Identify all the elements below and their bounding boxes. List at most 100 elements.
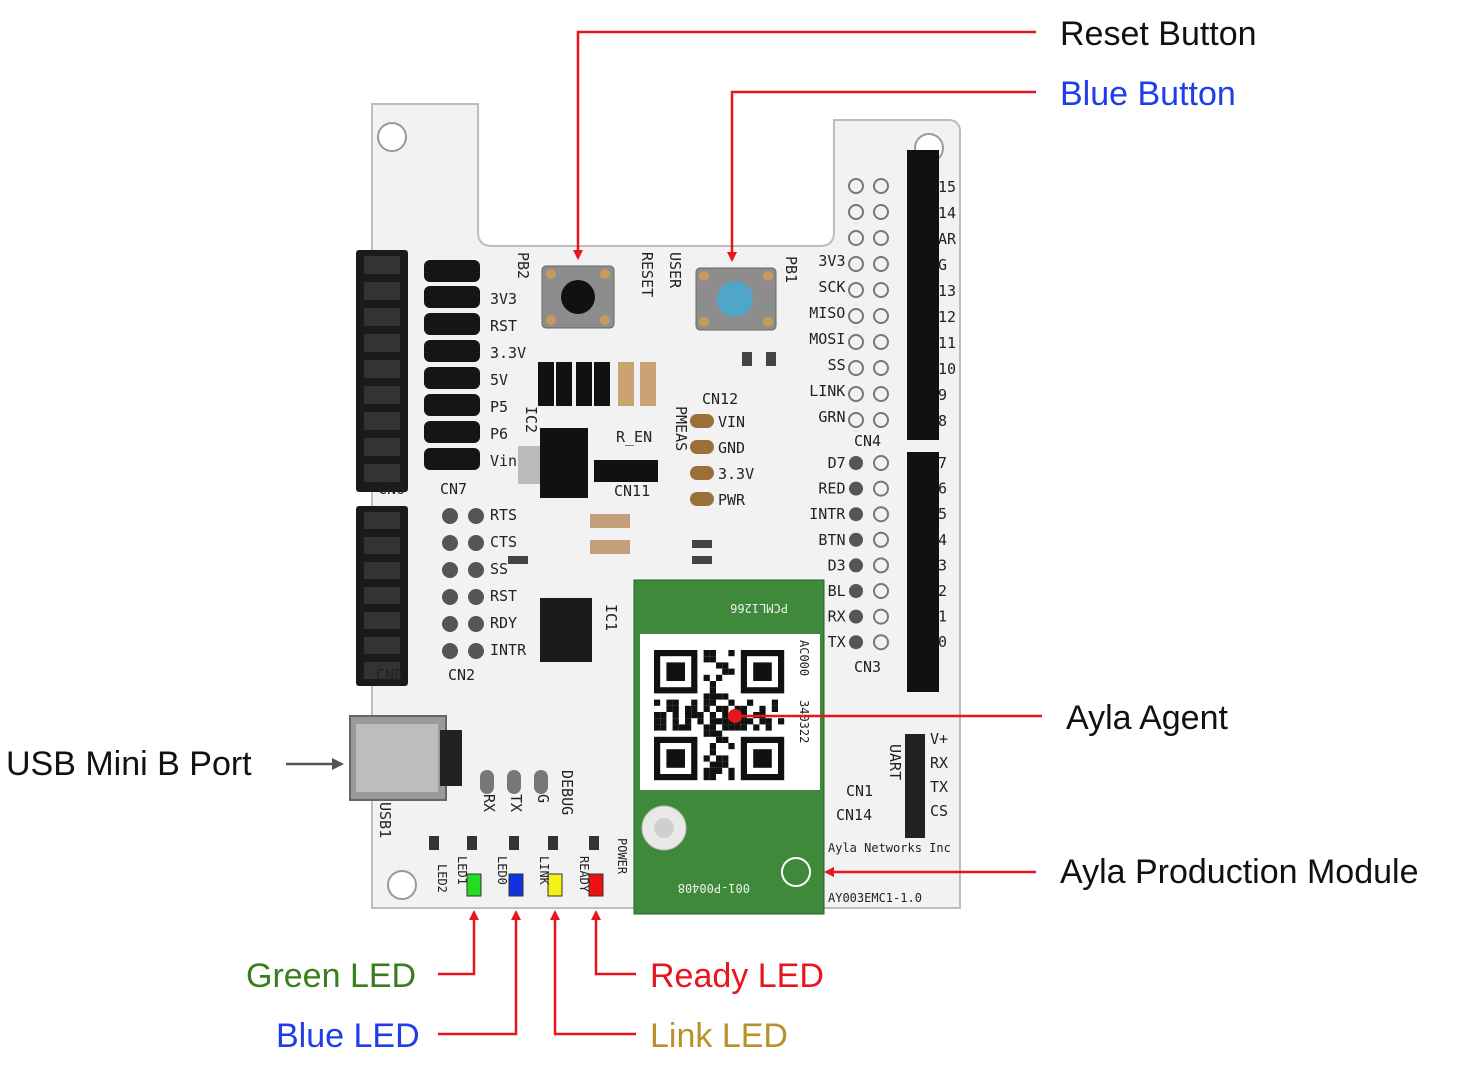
via (873, 455, 889, 471)
signal-pad (468, 508, 484, 524)
svg-text:CN8: CN8 (376, 666, 403, 684)
qr-module (709, 687, 716, 694)
edge-number: 2 (938, 582, 947, 600)
ayla-agent-point (728, 709, 742, 723)
production-module-label: Ayla Production Module (1060, 853, 1419, 891)
via (873, 308, 889, 324)
via-columns (848, 178, 889, 651)
edge-number: 6 (938, 480, 947, 498)
blue-button[interactable] (695, 267, 777, 331)
edge-number: AR (938, 230, 957, 248)
via (848, 308, 864, 324)
via (873, 230, 889, 246)
via (849, 456, 863, 470)
edge-number: 0 (938, 633, 947, 651)
via (873, 178, 889, 194)
module-texts: PCML1266 AC000 340322 001-P00408 Ayla Ne… (678, 601, 951, 905)
edge-number: 15 (938, 178, 956, 196)
usb-mini-b-port[interactable] (349, 715, 462, 801)
pmeas-pads (690, 414, 714, 506)
qr-module (709, 718, 716, 725)
led-resistor (589, 836, 599, 850)
qr-module (709, 749, 716, 756)
qr-module (716, 755, 723, 762)
qr-module (691, 712, 698, 719)
qr-module (660, 724, 667, 731)
qr-module (709, 761, 716, 768)
header-cn7-jumpers (424, 260, 480, 470)
cn7-label: 5V (490, 371, 508, 389)
qr-module (759, 705, 766, 712)
uart-label: V+ (930, 730, 948, 748)
meas-label: VIN (718, 413, 745, 431)
qr-module (672, 718, 679, 725)
qr-module (691, 699, 698, 706)
svg-text:CN7: CN7 (440, 480, 467, 498)
right-header-labels: 3V3SCKMISOMOSISSLINKGRND7REDINTRBTND3BLR… (809, 252, 846, 651)
header-cn6-pins (364, 256, 400, 482)
reset-button[interactable] (541, 265, 615, 329)
via (873, 557, 889, 574)
meas-pad (690, 440, 714, 454)
board-silkscreen-misc: PB2 RESET USER PB1 CN6 CN7 IC2 R_EN CN11… (376, 252, 904, 893)
edge-number: 1 (938, 608, 947, 626)
svg-text:LED1: LED1 (455, 856, 469, 885)
board-id: AY003EMC1-1.0 (828, 891, 922, 905)
cn7-label: 3.3V (490, 344, 526, 362)
cn8-slot (364, 637, 400, 654)
cn7-label: 3V3 (490, 290, 517, 308)
blue-led (508, 873, 524, 897)
cn6-slot (364, 256, 400, 274)
edge-number: 7 (938, 454, 947, 472)
led-resistor (509, 836, 519, 850)
cert-mark-icon (781, 857, 811, 887)
signal-pad (468, 643, 484, 659)
via (873, 360, 889, 376)
qr-module (654, 699, 661, 706)
via (873, 634, 889, 651)
qr-module (716, 693, 723, 700)
via (873, 480, 889, 497)
edge-number: 4 (938, 531, 947, 549)
via (873, 386, 889, 402)
qr-module (747, 718, 754, 725)
qr-module (685, 712, 692, 719)
qr-finder-core (666, 662, 685, 681)
via (849, 635, 863, 650)
qr-module (722, 705, 729, 712)
qr-module (753, 724, 760, 731)
qr-module (672, 705, 679, 712)
cn6-slot (364, 412, 400, 430)
signal-pad (468, 535, 484, 551)
svg-text:CN4: CN4 (854, 432, 881, 450)
blue-led-label: Blue LED (276, 1017, 420, 1055)
via (848, 178, 864, 194)
cn6-slot (364, 308, 400, 326)
svg-text:LED2: LED2 (435, 864, 449, 893)
led-resistor (429, 836, 439, 850)
qr-module (709, 693, 716, 700)
usb-port-label: USB Mini B Port (6, 745, 252, 783)
qr-module (722, 662, 729, 669)
svg-text:PMEAS: PMEAS (672, 406, 690, 451)
edge-number: 13 (938, 282, 956, 300)
svg-text:USER: USER (666, 252, 684, 289)
cn8-signal-label: SS (490, 560, 508, 578)
qr-module (666, 705, 673, 712)
qr-module (654, 712, 661, 719)
cn8-signal-label: RST (490, 587, 517, 605)
right-header-label: RED (818, 480, 845, 498)
svg-text:CN14: CN14 (836, 806, 872, 824)
via (873, 204, 889, 220)
ready-led-leader (591, 910, 636, 976)
via (848, 204, 864, 220)
uart-label: CS (930, 802, 948, 820)
svg-text:READY: READY (577, 856, 591, 893)
edge-number: 9 (938, 386, 947, 404)
edge-number: 5 (938, 505, 947, 523)
via (849, 481, 863, 496)
cn6-slot (364, 464, 400, 482)
via (848, 412, 864, 428)
svg-text:UART: UART (886, 744, 904, 780)
